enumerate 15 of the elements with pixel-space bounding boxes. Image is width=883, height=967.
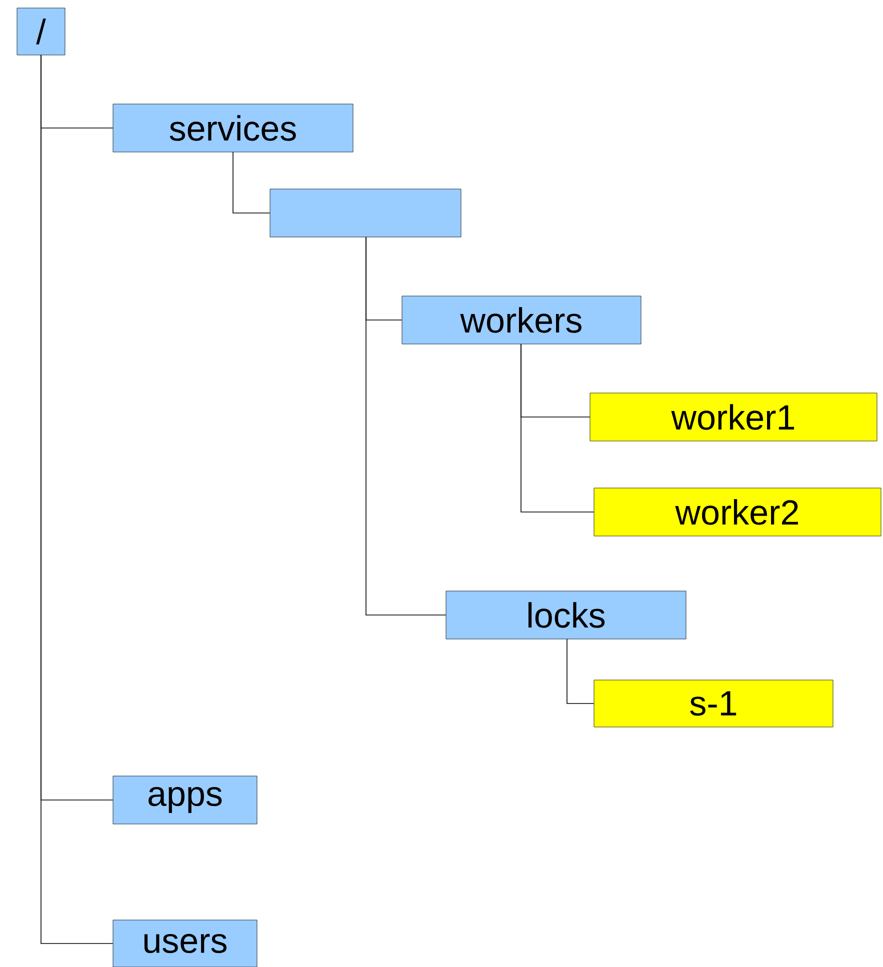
folder-box: s-1	[594, 680, 834, 728]
folder-box: worker2	[594, 488, 882, 536]
folder-box: users	[112, 920, 258, 967]
folder-box: /	[16, 8, 66, 56]
tree-connector	[40, 54, 114, 944]
tree-connector	[520, 344, 594, 512]
folder-box: locks	[446, 590, 686, 640]
tree-connector	[366, 236, 446, 616]
tree-connector	[566, 638, 594, 704]
tree-connector	[232, 152, 270, 214]
folder-box: worker1	[590, 392, 878, 442]
folder-box: apps	[112, 776, 258, 824]
folder-box	[270, 188, 462, 238]
folder-box: services	[112, 104, 354, 152]
folder-box: workers	[402, 296, 642, 344]
